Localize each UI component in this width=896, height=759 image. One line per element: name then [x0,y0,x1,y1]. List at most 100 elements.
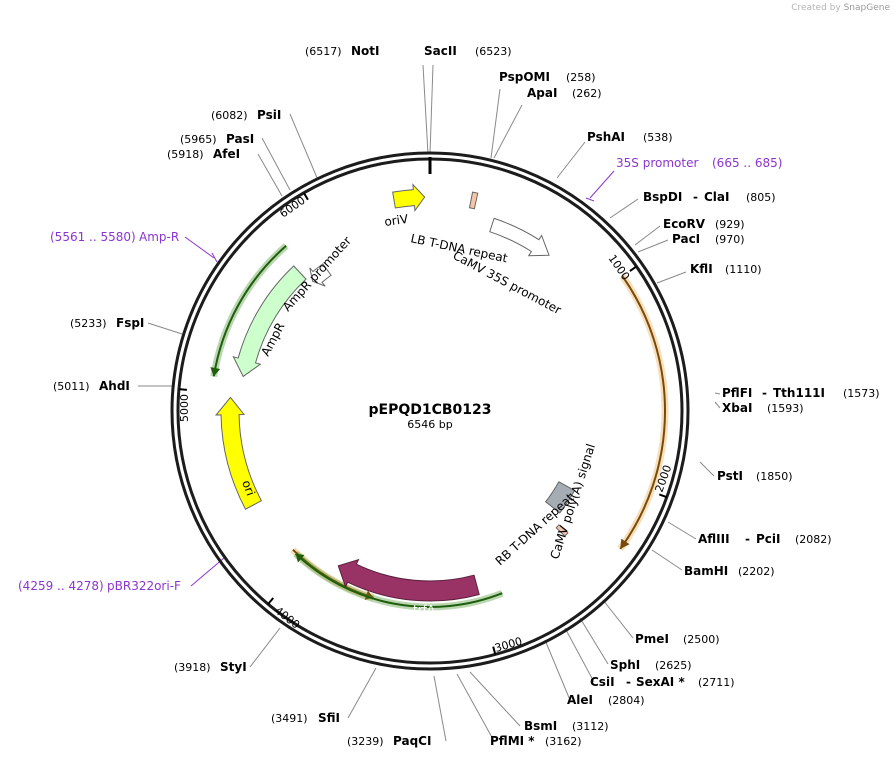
feature-lb-t-dna-repeat[interactable] [468,191,479,210]
feature-oriv[interactable] [392,183,426,212]
site-pos-bsmi: (3112) [572,720,609,733]
orf-head-0 [620,538,630,549]
site-name-ecorv: EcoRV [663,217,706,231]
site-name-pasi: PasI [226,132,254,146]
site-sep-afliii: - [745,532,750,546]
feature-trfa[interactable] [337,558,480,602]
site-name-paqci: PaqCI [393,734,431,748]
site-pos-pmei: (2500) [683,633,720,646]
tick-6000 [303,192,309,201]
site-name-paci: PacI [672,232,700,246]
site-name-alei: AleI [567,693,593,707]
site-sep-csii: - [626,675,631,689]
tick-1000 [629,265,637,272]
site-pos-sphi: (2625) [655,659,692,672]
site-pos-csii: (2711) [698,676,735,689]
site-name-sfii: SfiI [318,711,340,725]
site-pos-pshai: (538) [643,131,673,144]
site-name-psti: PstI [717,469,743,483]
tick-3000 [492,646,497,655]
feature-label-oriv: oriV [383,212,409,229]
feature-ori[interactable] [214,396,263,510]
tick-label-6000: 6000 [277,194,307,221]
feature-label-trfa: trfA [413,603,436,617]
primer-lines [184,170,615,587]
site-pos-pflmi: (3162) [545,735,582,748]
leader-lines [138,64,721,742]
tick-marks [178,192,668,655]
site-name-bsmi: BsmI [524,719,557,733]
credit-prefix: Created by [791,3,841,13]
feature-rb-t-dna-repeat[interactable] [555,524,569,537]
site-name-kfli: KflI [690,262,713,276]
site-name-afliii: AflIII [698,532,730,546]
site-pos-ecorv: (929) [715,218,745,231]
site-pos-pspomi: (258) [566,71,596,84]
site-name-styi: StyI [220,660,247,674]
snapgene-credit: Created by SnapGene [791,3,890,13]
site-name-pshai: PshAI [587,130,625,144]
orf-arcs [210,243,669,611]
site-pos-xbai: (1593) [767,402,804,415]
feature-camv-poly-a-signal[interactable] [544,481,576,514]
orf-head-3 [295,553,305,563]
site-pos-psti: (1850) [756,470,793,483]
site-name-sacii: SacII [424,44,457,58]
site-name2-pcii: PciI [756,532,781,546]
primer-range-35s: (665 .. 685) [712,156,782,170]
credit-brand: SnapGene [843,3,890,13]
feature-ampr[interactable] [232,265,307,378]
feature-label-ori: ori [239,478,257,497]
tick-label-5000: 5000 [178,394,191,422]
site-pos-paqci: (3239) [347,735,384,748]
tick-5000 [178,388,188,391]
site-name-bspdi: BspDI [643,190,682,204]
feature-ampr-promoter[interactable] [309,263,332,287]
site-name-csii: CsiI [590,675,615,689]
site-name-psii: PsiI [257,108,281,122]
site-pos-pflfi: (1573) [843,387,880,400]
primer-name-35s: 35S promoter [616,156,698,170]
primer-range-pbr322: (4259 .. 4278) [18,579,104,593]
site-name-pmei: PmeI [635,632,669,646]
primer-name-ampr: Amp-R [139,230,179,244]
orf-arc-3 [294,552,503,608]
tick-2000 [658,493,668,499]
site-pos-noti: (6517) [305,45,342,58]
tick-4000 [267,597,274,605]
site-name-fspi: FspI [116,316,144,330]
site-name-pflfi: PflFI [722,386,752,400]
site-name-sphi: SphI [610,658,640,672]
site-pos-clai: (805) [746,191,776,204]
site-name-apai: ApaI [527,86,557,100]
backbone-outer [170,151,690,671]
site-pos-psii: (6082) [211,109,248,122]
site-pos-styi: (3918) [174,661,211,674]
primer-range-ampr: (5561 .. 5580) [50,230,136,244]
feature-arrows [214,183,576,602]
site-pos-alei: (2804) [608,694,645,707]
site-name-xbai: XbaI [722,401,752,415]
site-name-pflmi: PflMI * [490,734,535,748]
site-name-noti: NotI [351,44,380,58]
site-name2-tth111i: Tth111I [773,386,825,400]
plasmid-name: pEPQD1CB0123 [368,402,491,418]
orf-arc-0 [619,275,666,550]
primer-name-pbr322: pBR322ori-F [107,579,181,593]
site-pos-paci: (970) [715,233,745,246]
site-pos-afei: (5918) [167,148,204,161]
orf-arc-1 [212,245,287,377]
plasmid-size: 6546 bp [407,418,452,431]
site-sep-bspdi: - [693,190,698,204]
site-sep-pflfi: - [762,386,767,400]
site-name2-sexai: SexAI * [636,675,685,689]
site-name2-clai: ClaI [704,190,729,204]
site-pos-bamhi: (2202) [738,565,775,578]
site-pos-ahdi: (5011) [53,380,90,393]
site-name-bamhi: BamHI [684,564,728,578]
feature-camv-35s-promoter[interactable] [489,217,550,257]
site-pos-kfli: (1110) [725,263,762,276]
site-pos-afliii: (2082) [795,533,832,546]
site-pos-fspi: (5233) [70,317,107,330]
